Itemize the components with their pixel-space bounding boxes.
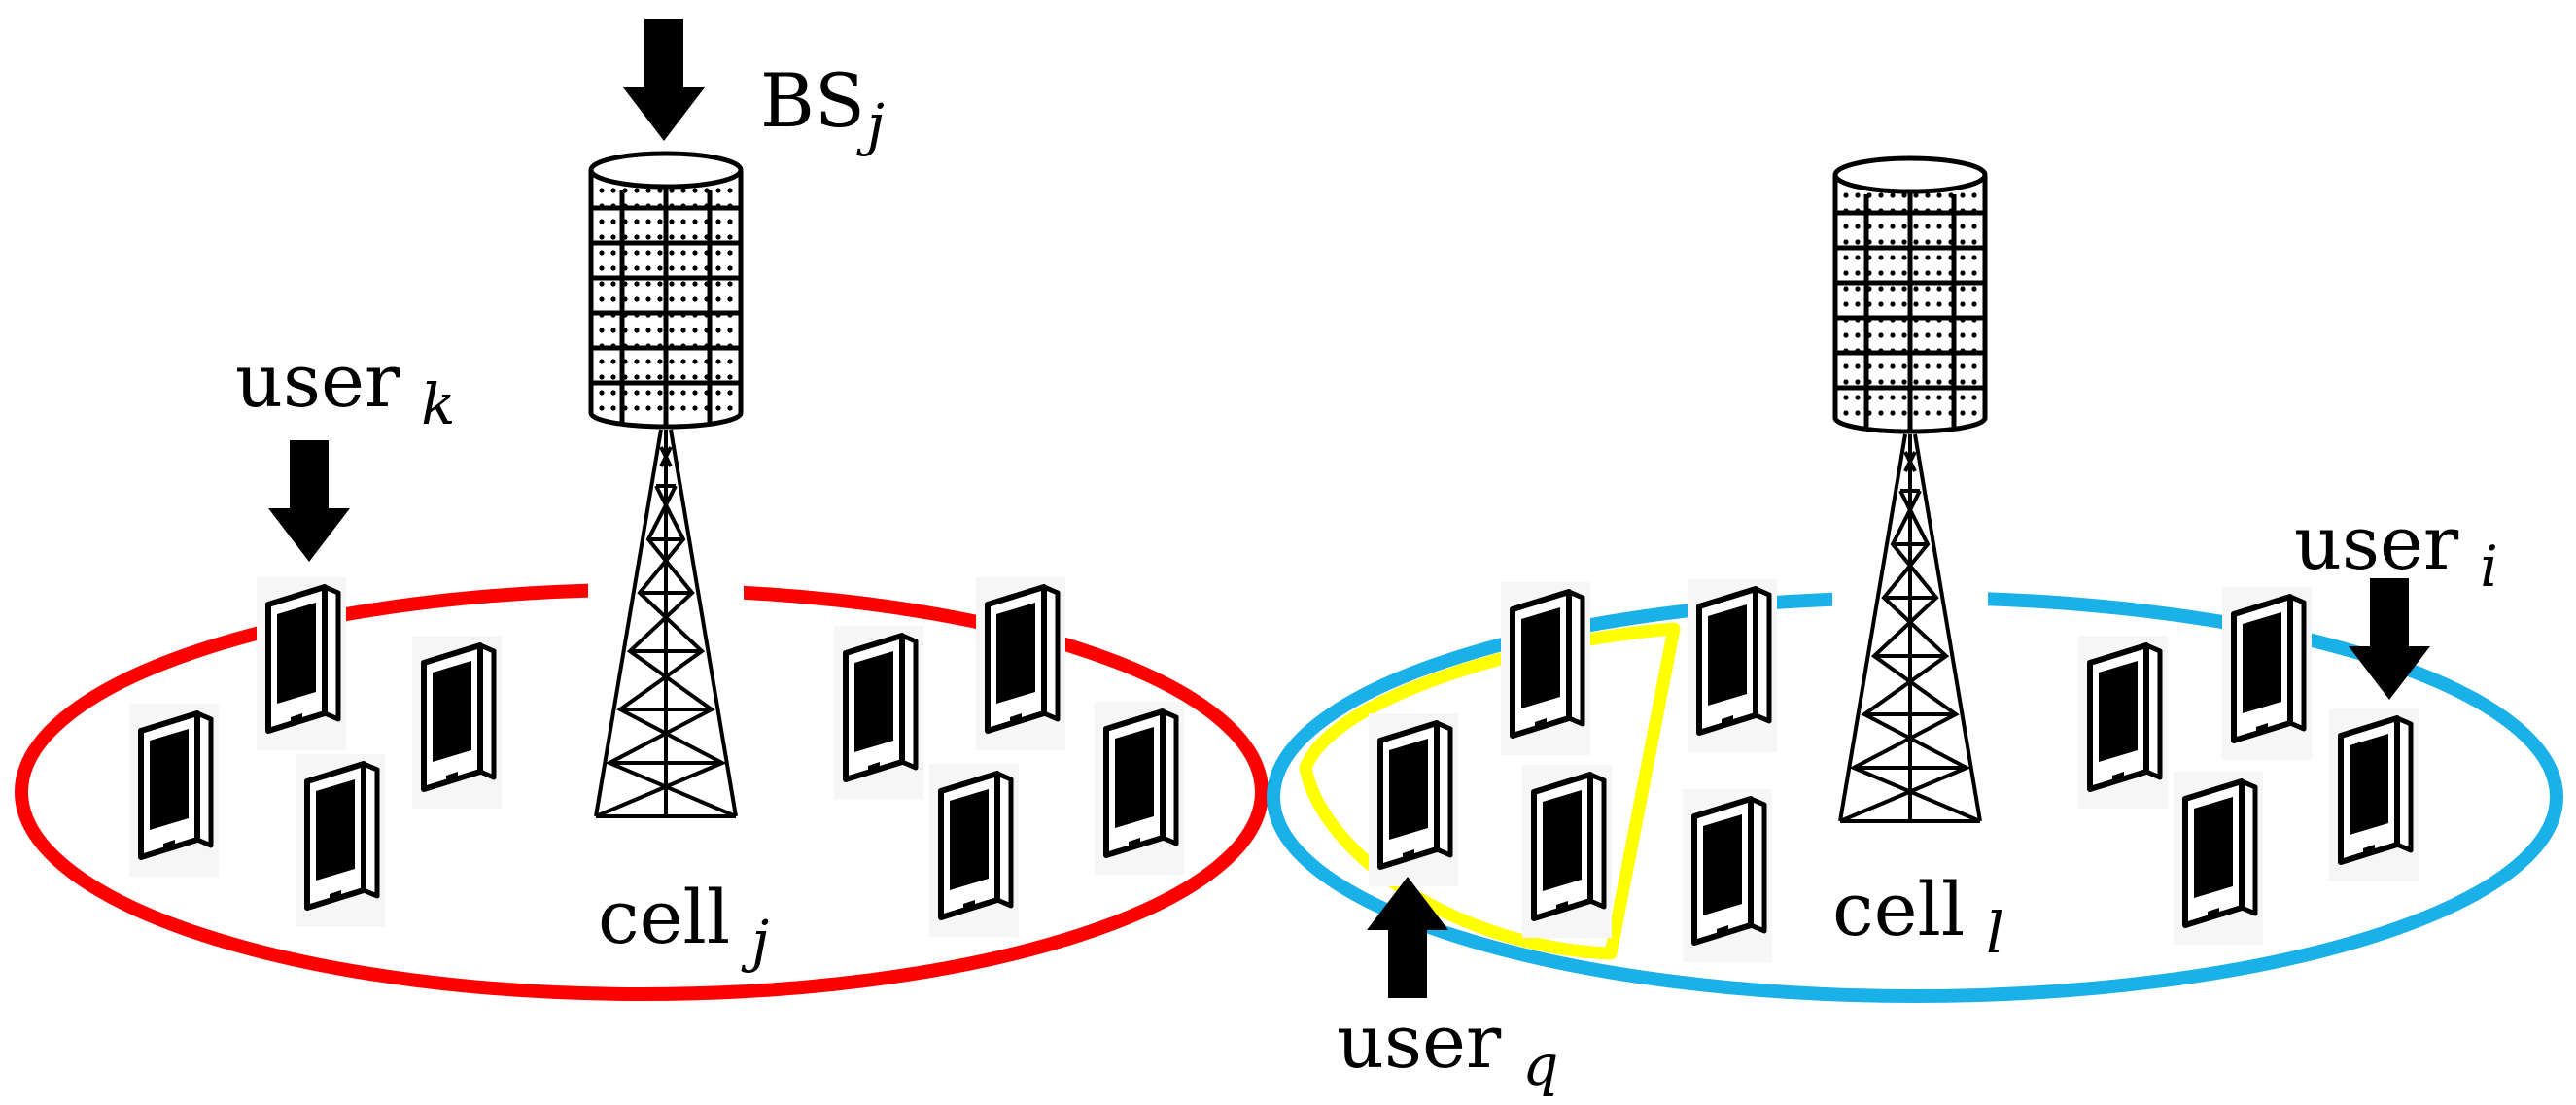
mobile-phone-icon	[929, 764, 1019, 937]
mobile-phone-icon	[1683, 789, 1772, 962]
mobile-phone-icon	[1369, 713, 1458, 886]
bs-j-label: BSj	[760, 57, 885, 157]
mobile-phone-icon	[1095, 702, 1184, 875]
mobile-phone-icon	[1501, 582, 1590, 755]
user-q-arrow-icon	[1367, 877, 1448, 998]
mobile-phone-icon	[129, 704, 219, 877]
mobile-phone-icon	[2078, 636, 2168, 809]
mobile-phone-icon	[1688, 579, 1777, 752]
mobile-phone-icon	[834, 626, 923, 799]
bs-j-arrow-icon	[623, 19, 705, 141]
base-station-j-icon	[588, 151, 744, 855]
mobile-phone-icon	[1522, 765, 1612, 938]
mobile-phone-icon	[257, 577, 346, 750]
mobile-phone-icon	[2174, 772, 2263, 945]
user-i-arrow-icon	[2349, 578, 2430, 700]
user-k-arrow-icon	[268, 440, 350, 562]
mobile-phone-icon	[976, 577, 1065, 750]
mobile-phone-icon	[2222, 587, 2312, 760]
mobile-phone-icon	[296, 754, 385, 927]
mobile-phone-icon	[412, 636, 502, 809]
mobile-phone-icon	[2329, 708, 2419, 881]
base-station-l-icon	[1832, 155, 1988, 860]
